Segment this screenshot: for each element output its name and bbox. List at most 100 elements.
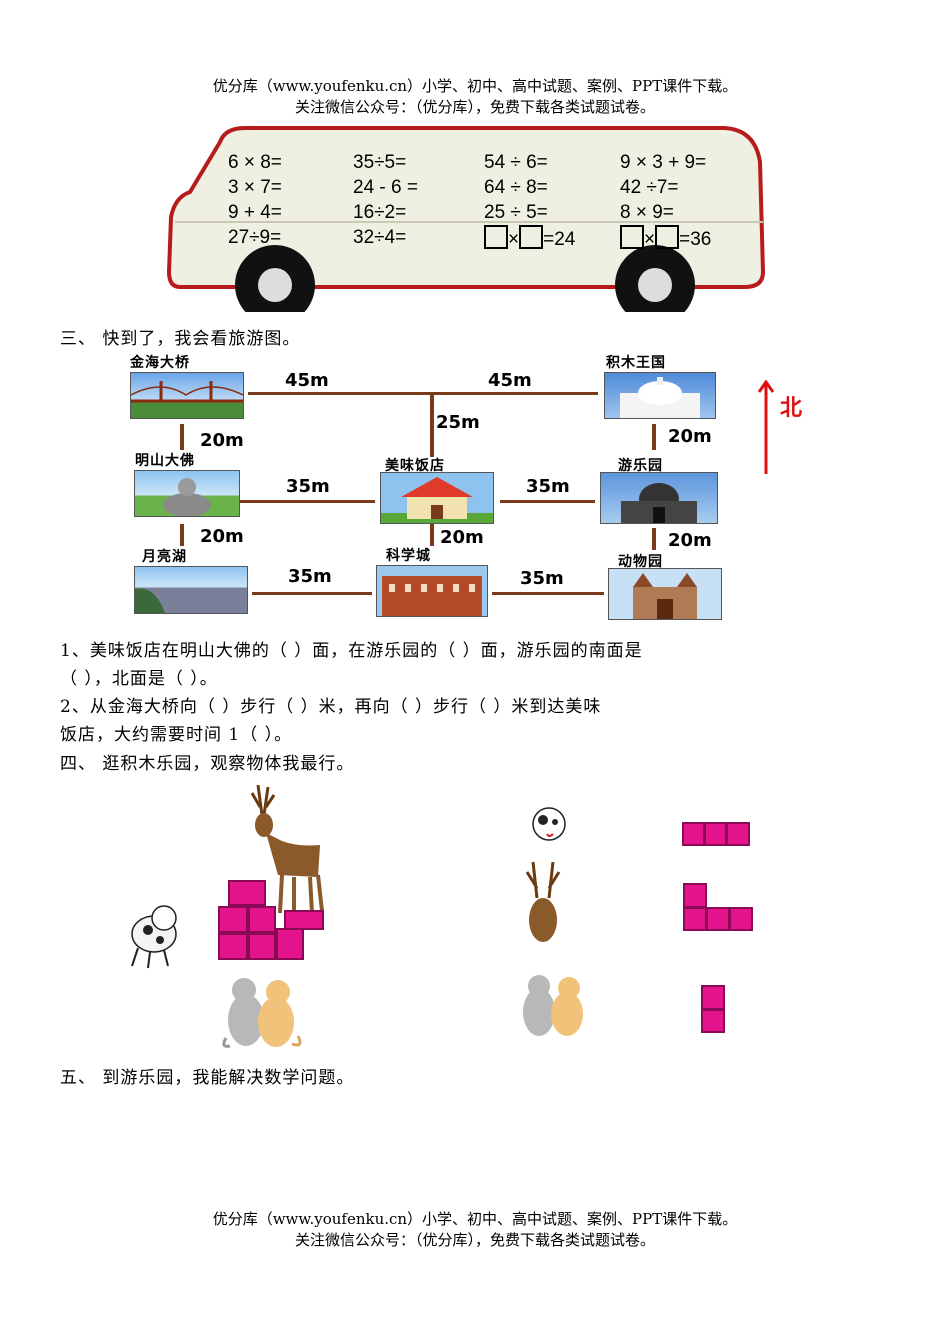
road-center-vertical (430, 392, 434, 457)
cube-stack-front (218, 878, 326, 960)
zoo-picture (608, 568, 722, 620)
place-label-yueliang: 月亮湖 (142, 549, 187, 565)
math-item: 9 + 4= (228, 202, 282, 223)
place-label-jinhai: 金海大桥 (130, 355, 190, 371)
distance-label: 35m (286, 476, 330, 497)
footer-line-1: 优分库（www.youfenku.cn）小学、初中、高中试题、案例、PPT课件下… (212, 1210, 738, 1228)
block-kingdom-picture (604, 372, 716, 419)
math-item: 42 ÷7= (620, 177, 679, 198)
deer-icon (250, 784, 324, 914)
section-3-title: 三、 快到了，我会看旅游图。 (60, 329, 301, 349)
bus-column-3: 54 ÷ 6= 64 ÷ 8= 25 ÷ 5= ×=24 (484, 150, 575, 252)
distance-label: 35m (526, 476, 570, 497)
bus-body (166, 126, 766, 325)
road-left-upper (180, 424, 184, 450)
equation-result: =36 (679, 229, 712, 250)
cube (683, 883, 707, 908)
cube (706, 907, 730, 931)
road-right-upper (652, 424, 656, 450)
palace-icon (621, 483, 697, 523)
view-two-stacked (701, 985, 725, 1033)
answer-box[interactable] (484, 225, 508, 249)
deer-picture (238, 784, 328, 915)
distance-label: 20m (668, 426, 712, 447)
cube (276, 928, 304, 960)
road-left-lower (180, 524, 184, 546)
math-item: 6 × 8= (228, 152, 282, 173)
section-4-title: 四、 逛积木乐园，观察物体我最行。 (60, 754, 355, 774)
cube (683, 907, 707, 931)
building-icon (382, 576, 482, 616)
distance-label: 20m (200, 430, 244, 451)
lake-icon (135, 588, 165, 613)
question-1-line-2: （ ），北面是（ ）。 (60, 669, 218, 689)
cats-icon (523, 975, 583, 1036)
math-item: 8 × 9= (620, 202, 674, 223)
cube (701, 985, 725, 1010)
distance-label: 20m (200, 526, 244, 547)
place-label-mingshan: 明山大佛 (135, 453, 195, 469)
distance-label: 20m (668, 530, 712, 551)
north-label: 北 (780, 396, 803, 421)
road-bottom-right (492, 592, 604, 595)
restaurant-picture (380, 472, 494, 524)
cube (701, 1009, 725, 1033)
place-label-meiwei: 美味饭店 (385, 458, 445, 474)
distance-label: 25m (436, 412, 480, 433)
zoo-gate-icon (633, 573, 697, 619)
bus-column-4: 9 × 3 + 9= 42 ÷7= 8 × 9= ×=36 (620, 150, 711, 252)
distance-label: 35m (520, 568, 564, 589)
blank-equation-2: ×=36 (620, 225, 711, 252)
place-label-dongwu: 动物园 (618, 554, 663, 570)
footer-line-2: 关注微信公众号：（优分库），免费下载各类试题试卷。 (294, 1231, 655, 1249)
place-label-jimu: 积木王国 (606, 355, 666, 371)
road-mid-right (500, 500, 595, 503)
distance-label: 45m (488, 370, 532, 391)
cube (228, 880, 266, 906)
cube (218, 906, 248, 933)
math-item: 24 - 6 = (353, 177, 418, 198)
math-item: 9 × 3 + 9= (620, 152, 707, 173)
cube (682, 822, 705, 846)
buddha-icon (163, 478, 211, 516)
cube (284, 910, 324, 930)
dog-viewer-picture (527, 802, 569, 850)
header-line-1: 优分库（www.youfenku.cn）小学、初中、高中试题、案例、PPT课件下… (212, 77, 738, 95)
math-item: 35÷5= (353, 152, 407, 173)
math-item: 32÷4= (353, 227, 407, 248)
view-three-in-row (682, 822, 750, 846)
road-bottom-left (252, 592, 372, 595)
bus-column-2: 35÷5= 24 - 6 = 16÷2= 32÷4= (353, 150, 418, 250)
deer-icon (525, 861, 561, 942)
question-1-line-1: 1、美味饭店在明山大佛的（ ）面，在游乐园的（ ）面，游乐园的南面是 (60, 641, 643, 661)
road-center-lower (430, 524, 434, 546)
answer-box[interactable] (620, 225, 644, 249)
bridge-picture (130, 372, 244, 419)
math-item: 64 ÷ 8= (484, 177, 548, 198)
answer-box[interactable] (655, 225, 680, 249)
math-item: 27÷9= (228, 227, 282, 248)
dog-picture (120, 900, 185, 970)
science-city-picture (376, 565, 488, 617)
cats-icon (222, 978, 302, 1048)
answer-box[interactable] (519, 225, 544, 249)
bus-column-1: 6 × 8= 3 × 7= 9 + 4= 27÷9= (228, 150, 282, 250)
bus-illustration (165, 122, 766, 325)
place-label-kexue: 科学城 (386, 548, 431, 564)
dog-icon (532, 807, 566, 841)
cube (704, 822, 727, 846)
deer-viewer-picture (519, 858, 567, 948)
cube (248, 906, 276, 933)
header-line-2: 关注微信公众号：（优分库），免费下载各类试题试卷。 (294, 98, 655, 116)
dog-icon (131, 905, 177, 969)
road-right-lower (652, 528, 656, 550)
cube (729, 907, 753, 931)
times-sign: × (508, 229, 520, 250)
cube (726, 822, 750, 846)
cube (218, 933, 248, 960)
cube (248, 933, 276, 960)
distance-label: 35m (288, 566, 332, 587)
blank-equation-1: ×=24 (484, 225, 575, 252)
moon-lake-picture (134, 566, 248, 614)
math-item: 25 ÷ 5= (484, 202, 548, 223)
